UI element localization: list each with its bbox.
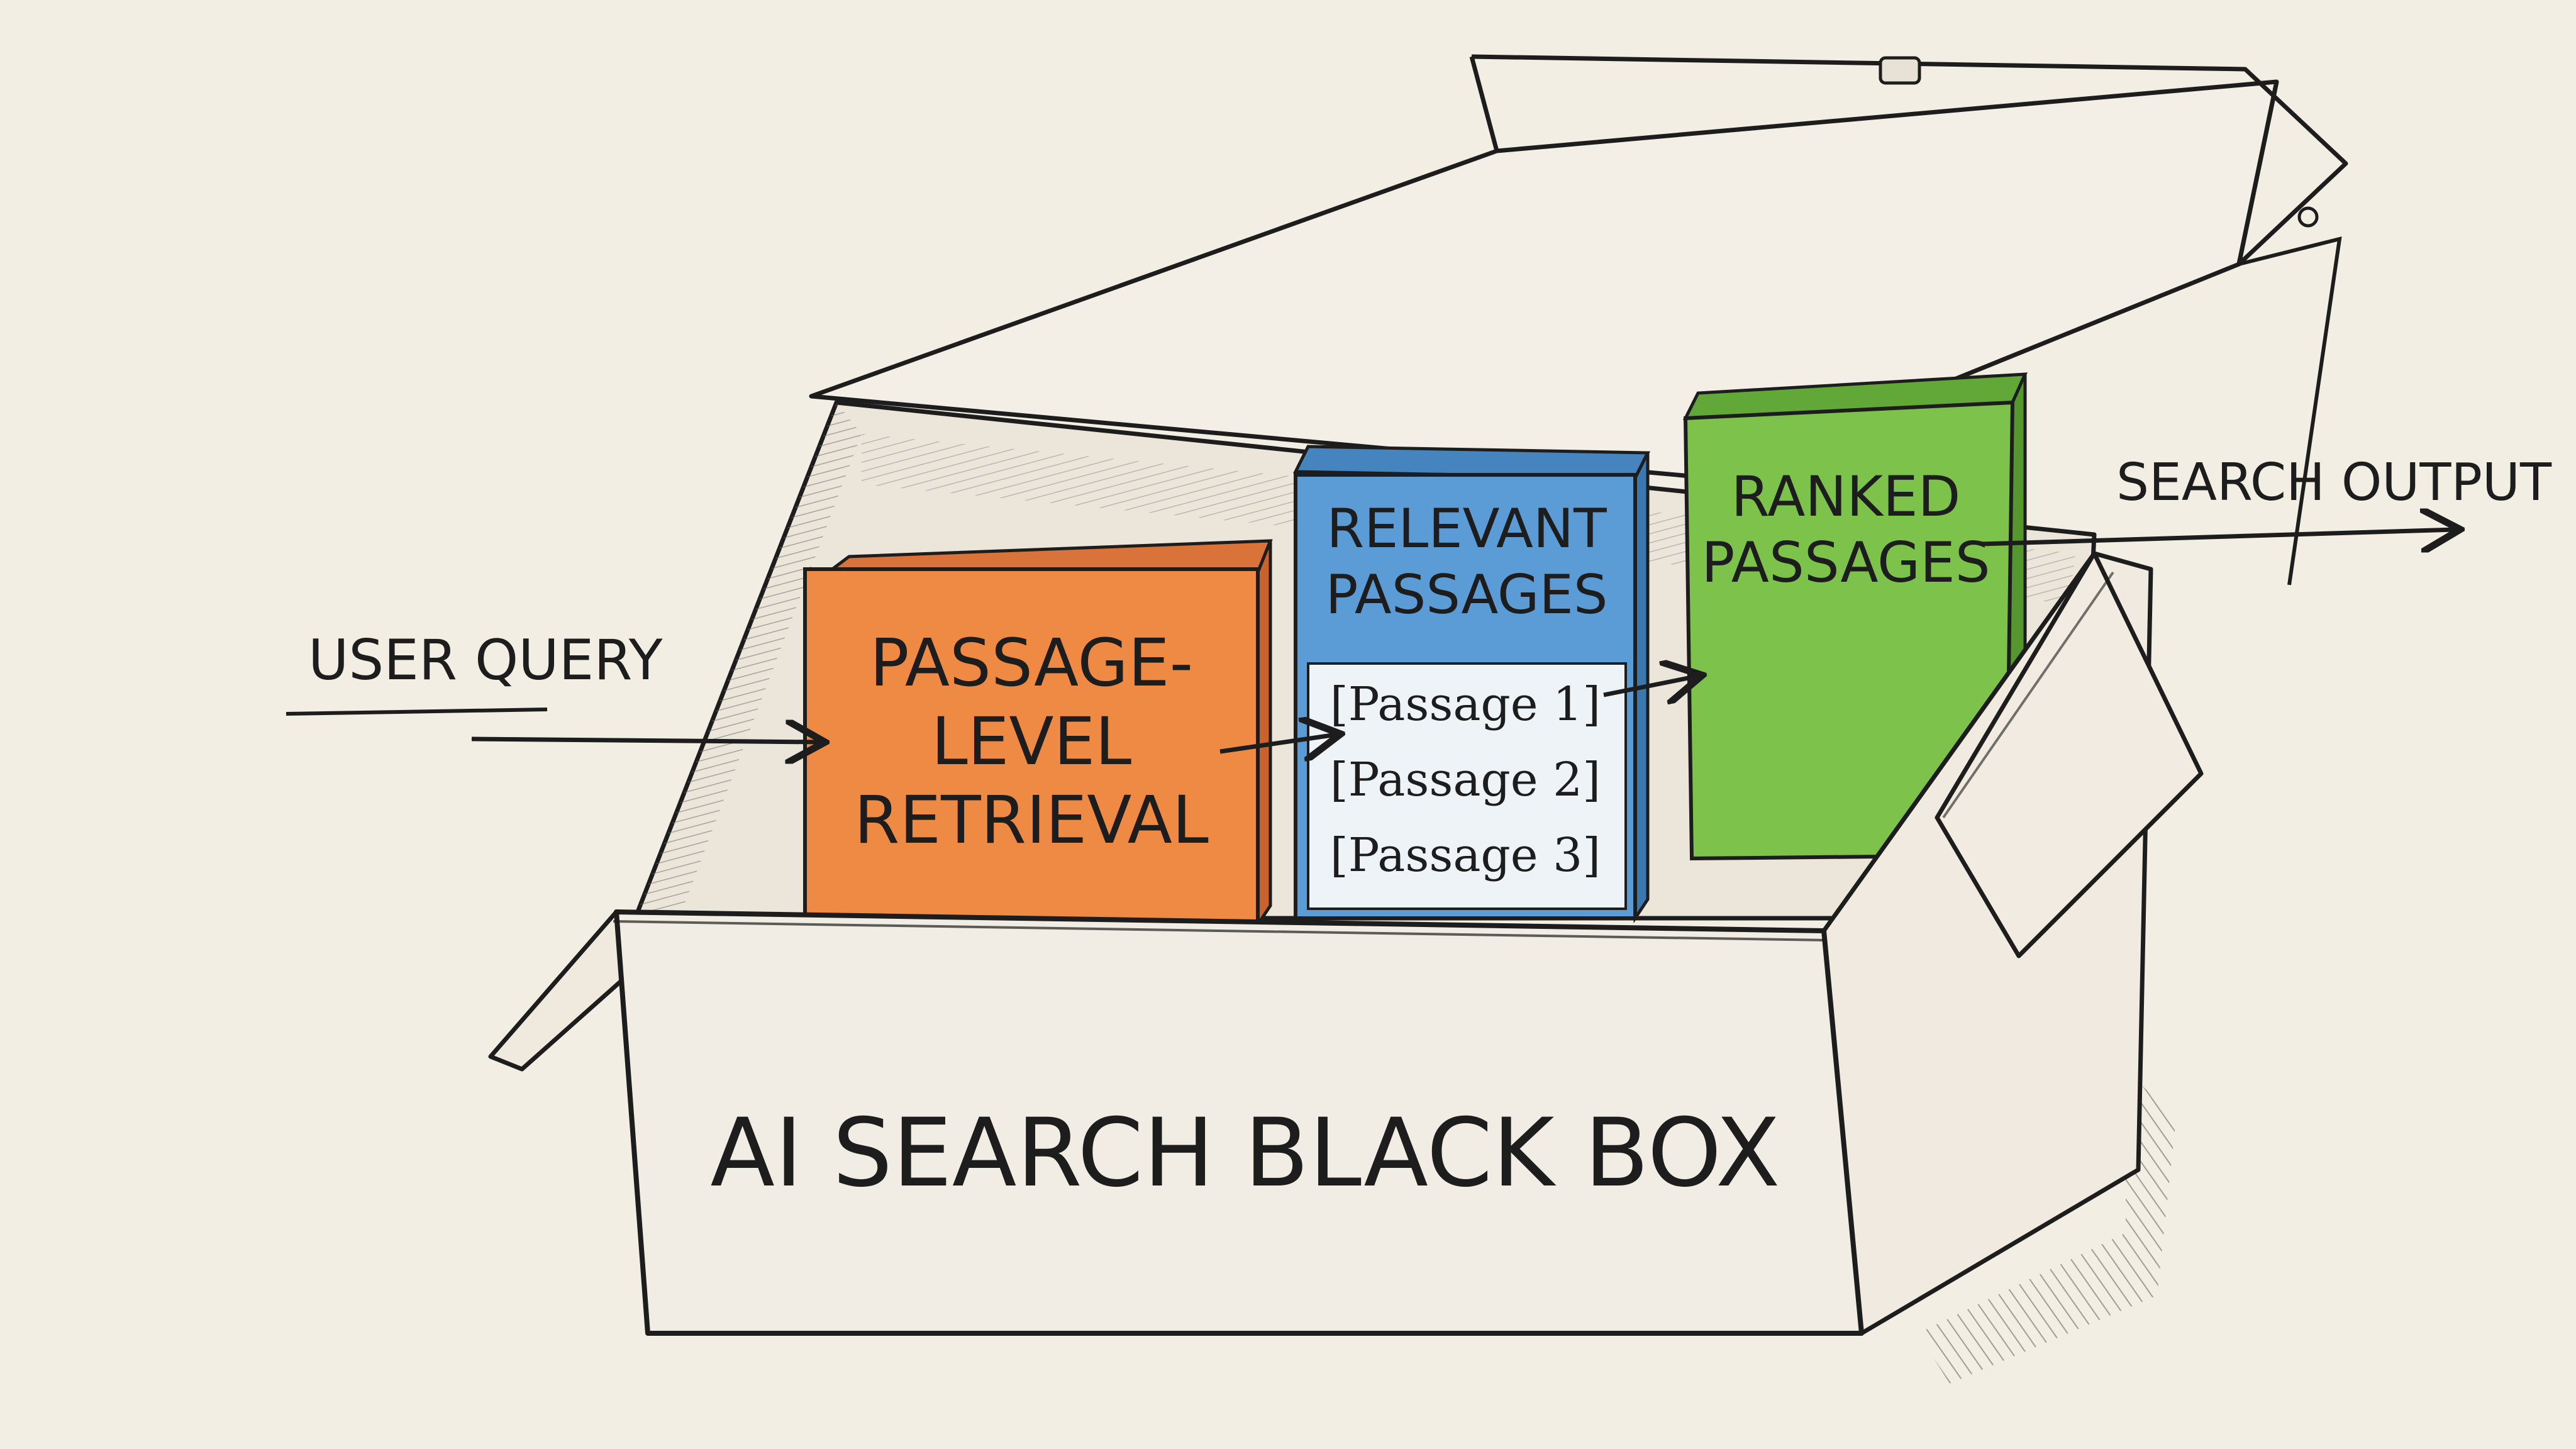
- retrieval-card-line-3: RETRIEVAL: [854, 782, 1209, 858]
- output-label: SEARCH OUTPUT: [2116, 453, 2552, 513]
- input-label: USER QUERY: [308, 628, 663, 692]
- ranked-card-line-1: RANKED: [1731, 464, 1961, 529]
- passage-item-3: [Passage 3]: [1330, 828, 1601, 882]
- passage-list-panel: [1307, 662, 1627, 910]
- relevant-card-title-1: RELEVANT: [1326, 497, 1607, 560]
- retrieval-card-face: [803, 567, 1260, 923]
- box-lid: [809, 54, 2348, 586]
- box-shadow: [1918, 1069, 2176, 1384]
- box-label: AI SEARCH BLACK BOX: [710, 1099, 1780, 1208]
- box-left-flap: [488, 909, 638, 1072]
- retrieval-card-line-2: LEVEL: [931, 703, 1132, 780]
- retrieval-card-line-1: PASSAGE-: [870, 625, 1193, 701]
- box-right-side: [1821, 551, 2204, 1336]
- passage-item-2: [Passage 2]: [1330, 753, 1601, 807]
- relevant-card-title-2: PASSAGES: [1326, 564, 1608, 626]
- retrieval-card: PASSAGE- LEVEL RETRIEVAL: [803, 539, 1273, 930]
- input-underline: [286, 708, 548, 716]
- output-arrow: [1980, 530, 2456, 544]
- input-arrow: [471, 739, 821, 742]
- ranked-card-line-2: PASSAGES: [1701, 530, 1990, 595]
- relevant-card: RELEVANT PASSAGES [Passage 1] [Passage 2…: [1292, 445, 1651, 924]
- arrow-relevant-to-ranked: [1603, 676, 1698, 695]
- box-front: [614, 909, 1864, 1336]
- ranked-card: RANKED PASSAGES: [1682, 372, 2028, 861]
- passage-item-1: [Passage 1]: [1330, 677, 1601, 731]
- box-front-top-edge: [613, 920, 1828, 941]
- arrow-retrieval-to-relevant: [1219, 735, 1336, 752]
